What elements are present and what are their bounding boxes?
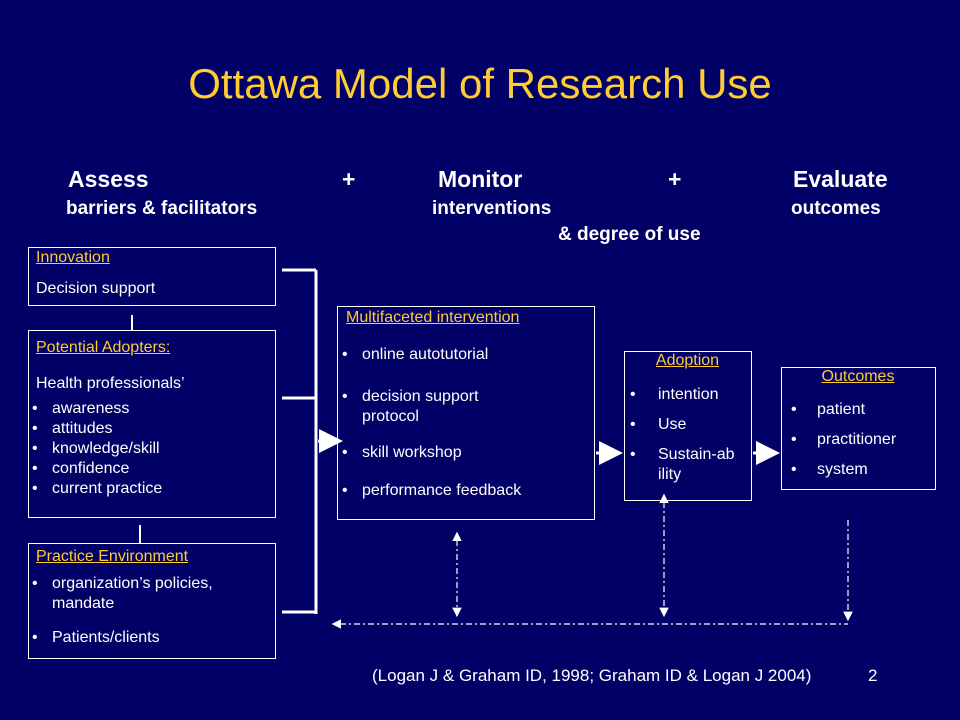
slide-title: Ottawa Model of Research Use — [188, 60, 772, 107]
list-item: decision support protocol — [340, 387, 532, 427]
environment-header: Practice Environment — [36, 548, 189, 565]
list-item: current practice — [30, 479, 270, 499]
list-item: intention — [628, 385, 746, 405]
phase-monitor-sub-2: & degree of use — [558, 224, 701, 245]
intervention-box: Multifaceted intervention online autotut… — [337, 306, 595, 520]
adoption-box: Adoption intention Use Sustain-ability — [624, 351, 752, 501]
phase-evaluate-sub: outcomes — [791, 198, 881, 219]
phase-plus-2: + — [668, 166, 682, 192]
list-item: patient — [789, 400, 929, 420]
phase-monitor-sub: interventions — [432, 198, 552, 219]
slide-number: 2 — [868, 666, 878, 685]
innovation-box: Innovation Decision support — [28, 247, 276, 306]
list-item: Patients/clients — [30, 628, 250, 648]
intervention-list: online autotutorial decision support pro… — [340, 345, 588, 501]
environment-list: organization’s policies, mandate Patient… — [30, 574, 250, 648]
list-item: attitudes — [30, 419, 270, 439]
adopters-intro: Health professionals’ — [36, 375, 185, 392]
innovation-text: Decision support — [36, 280, 156, 297]
adopters-box: Potential Adopters: Health professionals… — [28, 330, 276, 518]
list-item: skill workshop — [340, 443, 588, 463]
phase-monitor: Monitor — [438, 166, 523, 192]
list-item: organization’s policies, mandate — [30, 574, 250, 614]
list-item: Sustain-ability — [628, 445, 738, 485]
list-item: system — [789, 460, 929, 480]
adoption-header: Adoption — [655, 352, 720, 369]
adopters-header: Potential Adopters: — [36, 339, 171, 356]
phase-plus-1: + — [342, 166, 356, 192]
citation: (Logan J & Graham ID, 1998; Graham ID & … — [372, 666, 812, 685]
list-item: knowledge/skill — [30, 439, 270, 459]
phase-assess: Assess — [68, 166, 149, 192]
environment-box: Practice Environment organization’s poli… — [28, 543, 276, 659]
adoption-list: intention Use Sustain-ability — [628, 385, 746, 485]
list-item: practitioner — [789, 430, 929, 450]
adopters-list: awareness attitudes knowledge/skill conf… — [30, 399, 270, 499]
list-item: Use — [628, 415, 746, 435]
outcomes-header: Outcomes — [821, 368, 895, 385]
phase-assess-sub: barriers & facilitators — [66, 198, 258, 219]
phase-evaluate: Evaluate — [793, 166, 888, 192]
intervention-header: Multifaceted intervention — [346, 309, 520, 326]
innovation-header: Innovation — [36, 249, 110, 266]
outcomes-list: patient practitioner system — [789, 400, 929, 480]
list-item: awareness — [30, 399, 270, 419]
list-item: confidence — [30, 459, 270, 479]
list-item: online autotutorial — [340, 345, 588, 365]
list-item: performance feedback — [340, 481, 588, 501]
outcomes-box: Outcomes patient practitioner system — [781, 367, 936, 490]
